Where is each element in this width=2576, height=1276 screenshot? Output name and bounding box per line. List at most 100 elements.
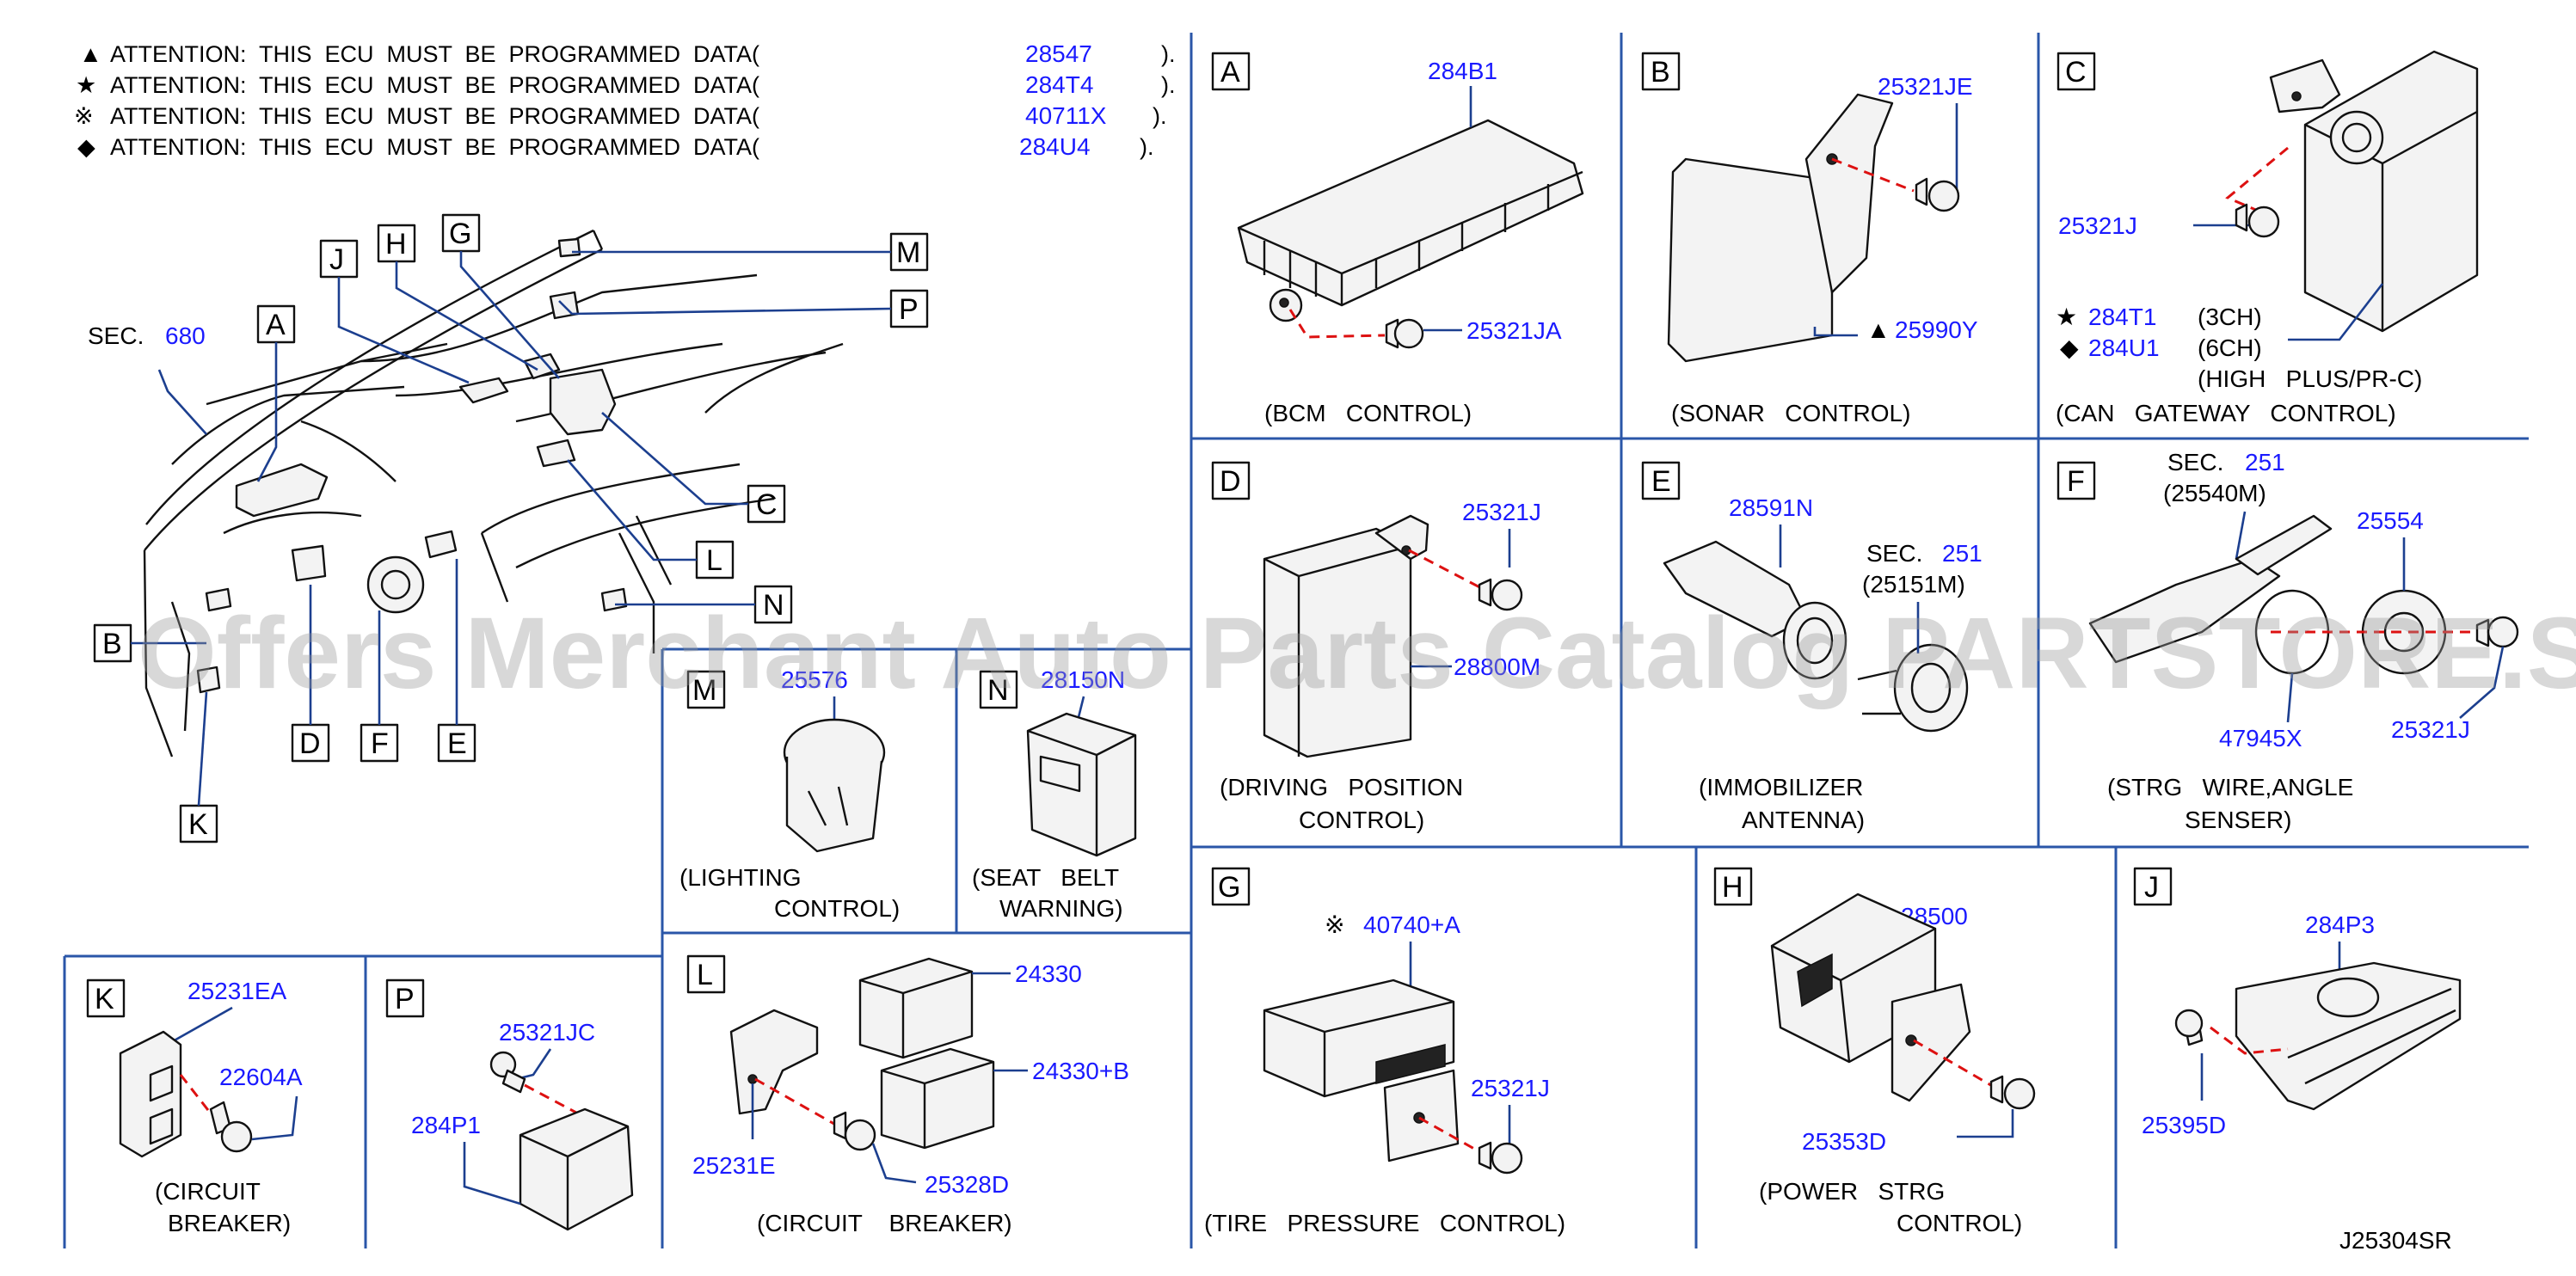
- part-number[interactable]: 22604A: [219, 1064, 303, 1090]
- svg-text:D: D: [299, 727, 321, 760]
- part-number[interactable]: 25321J: [2058, 212, 2137, 239]
- panel-E: E 28591N SEC. 251 (25151M) (IMMOBILIZER …: [1641, 461, 1983, 833]
- channel-note: (6CH): [2198, 334, 2262, 361]
- attention-notes: ▲ ATTENTION: THIS ECU MUST BE PROGRAMMED…: [74, 40, 1176, 160]
- bcm-unit: [1237, 119, 1584, 307]
- switch-small: [291, 544, 327, 582]
- relay-cluster: [549, 368, 617, 436]
- relay-24330: [858, 957, 974, 1059]
- callout-D[interactable]: D: [291, 723, 330, 763]
- attention-line-1: ▲ ATTENTION: THIS ECU MUST BE PROGRAMMED…: [79, 40, 1176, 67]
- callout-F[interactable]: F: [360, 723, 399, 763]
- panel-caption: (CIRCUIT: [155, 1178, 261, 1205]
- attention-close: ).: [1153, 103, 1167, 129]
- breaker-bracket: [729, 1009, 819, 1115]
- screw-head: [1927, 180, 1960, 212]
- part-number[interactable]: 24330: [1015, 960, 1082, 987]
- part-number[interactable]: 25231EA: [188, 978, 287, 1004]
- panel-P: P 25321JC 284P1: [385, 978, 634, 1231]
- diamond-symbol: ◆: [77, 134, 95, 160]
- part-number[interactable]: 284P3: [2305, 911, 2375, 938]
- part-number[interactable]: 25990Y: [1895, 316, 1978, 343]
- panel-N: N 28150N (SEAT BELT WARNING): [972, 666, 1137, 922]
- callout-B[interactable]: B: [93, 623, 132, 663]
- callout-A[interactable]: A: [256, 304, 296, 344]
- panel-caption: SENSER): [2185, 807, 2291, 833]
- sec-label: SEC.: [88, 322, 144, 349]
- sec-number[interactable]: 251: [2245, 449, 2285, 475]
- svg-text:P: P: [899, 293, 919, 326]
- part-number[interactable]: 284U1: [2088, 334, 2160, 361]
- diamond-symbol: ◆: [2060, 334, 2079, 361]
- panel-caption: (IMMOBILIZER: [1699, 774, 1863, 801]
- part-number[interactable]: 25321J: [2391, 716, 2470, 743]
- panel-letter: B: [1651, 56, 1670, 89]
- panel-caption: ANTENNA): [1742, 807, 1865, 833]
- triangle-symbol: ▲: [79, 41, 102, 67]
- channel-note: (3CH): [2198, 304, 2262, 330]
- callout-P[interactable]: P: [889, 289, 929, 328]
- panel-caption: BREAKER): [168, 1210, 291, 1236]
- relay-small: [536, 439, 576, 468]
- part-number[interactable]: 25576: [781, 666, 848, 693]
- part-number[interactable]: 28591N: [1729, 494, 1813, 521]
- dash-components: [196, 237, 628, 694]
- part-number[interactable]: 25353D: [1802, 1128, 1886, 1155]
- part-number[interactable]: 25321J: [1462, 499, 1541, 525]
- part-number[interactable]: 284P1: [411, 1112, 481, 1138]
- sonar-bracket: [1804, 93, 1894, 294]
- sec-number[interactable]: 251: [1942, 540, 1983, 567]
- part-number[interactable]: 47945X: [2219, 725, 2302, 751]
- part-number[interactable]: 24330+B: [1032, 1058, 1129, 1084]
- part-number[interactable]: 25395D: [2142, 1112, 2226, 1138]
- part-number[interactable]: 40740+A: [1363, 911, 1460, 938]
- panel-caption: (BCM CONTROL): [1264, 400, 1472, 426]
- panel-letter: D: [1220, 465, 1241, 498]
- callout-K[interactable]: K: [179, 804, 218, 844]
- part-number[interactable]: 25554: [2357, 507, 2424, 534]
- panel-caption: (POWER STRG: [1759, 1178, 1945, 1205]
- part-number[interactable]: 284T1: [2088, 304, 2156, 330]
- program-code[interactable]: 40711X: [1025, 102, 1107, 129]
- screw-head: [2003, 1077, 2036, 1110]
- part-number[interactable]: 25328D: [925, 1171, 1009, 1198]
- part-number[interactable]: 25321JC: [499, 1019, 595, 1046]
- callout-J[interactable]: J: [319, 239, 359, 279]
- bcm-unit-small: [235, 463, 329, 518]
- panel-C: C 25321J ★ 284T1 (3CH) ◆ 284U1 (6CH) (HI…: [2056, 50, 2479, 426]
- svg-text:H: H: [385, 228, 407, 261]
- panel-A: A 284B1 25321JA (BCM CONTROL): [1211, 52, 1584, 426]
- panel-L: L 24330 24330+B 25328D 25231E (CIRCUIT B…: [686, 954, 1129, 1236]
- attention-close: ).: [1161, 41, 1176, 67]
- svg-text:K: K: [188, 808, 208, 841]
- callout-H[interactable]: H: [377, 224, 416, 263]
- panel-caption: (STRG WIRE,ANGLE: [2107, 774, 2353, 801]
- part-number[interactable]: 284B1: [1428, 58, 1497, 84]
- callout-M[interactable]: M: [889, 232, 929, 272]
- sec-number[interactable]: 680: [165, 322, 206, 349]
- screw-head: [220, 1120, 253, 1153]
- program-code[interactable]: 284T4: [1025, 71, 1093, 98]
- callout-G[interactable]: G: [441, 213, 481, 253]
- part-number[interactable]: 28150N: [1041, 666, 1125, 693]
- callout-L[interactable]: L: [695, 540, 735, 580]
- part-number[interactable]: 25321JE: [1878, 73, 1973, 100]
- attention-text: ATTENTION: THIS ECU MUST BE PROGRAMMED D…: [110, 103, 759, 129]
- panel-caption: (LIGHTING: [679, 864, 802, 891]
- module-small: [205, 587, 232, 612]
- sonar-unit: [1667, 157, 1834, 363]
- callout-C[interactable]: C: [747, 484, 786, 524]
- relay-small: [458, 377, 509, 404]
- program-code[interactable]: 28547: [1025, 40, 1092, 67]
- relay-small: [523, 353, 561, 380]
- callout-E[interactable]: E: [437, 723, 476, 763]
- part-number[interactable]: 25321J: [1471, 1075, 1550, 1101]
- relay-24330B: [880, 1047, 995, 1150]
- program-code[interactable]: 284U4: [1019, 133, 1091, 160]
- part-number[interactable]: 28800M: [1454, 653, 1540, 680]
- driving-position-unit: [1263, 527, 1412, 758]
- part-number[interactable]: 25231E: [692, 1152, 776, 1179]
- part-number[interactable]: 25321JA: [1466, 317, 1562, 344]
- combination-switch: [2088, 557, 2281, 664]
- screw-head: [1491, 1142, 1523, 1175]
